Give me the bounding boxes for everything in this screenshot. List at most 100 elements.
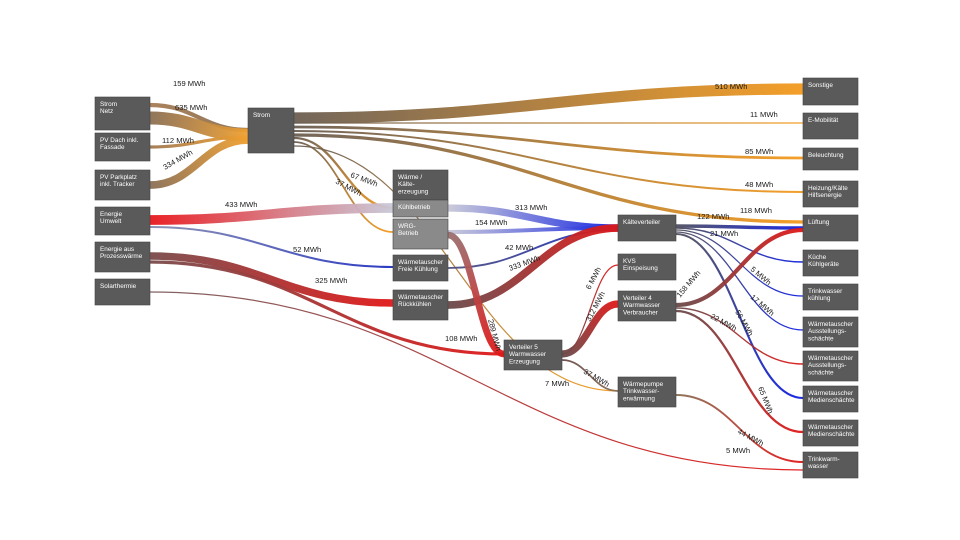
node-label-line: Wärmepumpe bbox=[623, 381, 664, 388]
flow-strom-to-kuehlbetrieb bbox=[292, 136, 395, 210]
node-box bbox=[247, 107, 295, 154]
node-box bbox=[392, 169, 449, 201]
node-label-line: Ausstellungs- bbox=[808, 328, 846, 335]
node-box bbox=[802, 419, 859, 447]
flow-verteiler4-to-lueftung bbox=[673, 227, 806, 308]
node-box bbox=[503, 339, 563, 371]
node-label-line: schächte bbox=[808, 369, 834, 376]
node-label-line: Ausstellungs- bbox=[808, 362, 846, 369]
node-label-line: Warmwasser bbox=[509, 351, 547, 358]
node-beleuchtung: Beleuchtung bbox=[802, 147, 859, 171]
flow-label-verteiler4-to-lueftung: 158 MWh bbox=[675, 269, 703, 300]
flow-energie_umwelt-to-wt_freie bbox=[148, 225, 395, 269]
flow-label-energie_prozess-to-verteiler5: 108 MWh bbox=[445, 334, 478, 343]
flow-label-energie_prozess-to-wt_rueck: 325 MWh bbox=[315, 276, 348, 285]
node-box bbox=[94, 132, 151, 162]
flow-label-strom-to-heizung: 48 MWh bbox=[745, 180, 773, 189]
node-box bbox=[94, 206, 151, 236]
flow-label-strom_netz-to-strom: 635 MWh bbox=[175, 103, 208, 112]
node-label-line: Verbraucher bbox=[623, 309, 659, 316]
flow-pv_park-to-strom bbox=[146, 136, 252, 189]
flow-verteiler4-to-wt_ausst2 bbox=[675, 307, 804, 365]
node-label-line: Strom bbox=[100, 101, 117, 108]
node-label-line: Rückkühlen bbox=[398, 301, 432, 308]
node-label-line: Verteiler 4 bbox=[623, 295, 652, 302]
flow-strom_netz-to-strom bbox=[143, 111, 255, 142]
node-box bbox=[94, 241, 151, 273]
node-label-line: WRG- bbox=[398, 223, 416, 230]
node-label-line: Warmwasser bbox=[623, 302, 661, 309]
flow-label-wt_freie-to-kaelteverteiler: 42 MWh bbox=[505, 243, 533, 252]
node-label-line: wasser bbox=[807, 463, 829, 470]
node-kuehlbetrieb: Kühlbetrieb bbox=[392, 199, 449, 218]
flow-label-verteiler4-to-wt_ausst2: 22 MWh bbox=[709, 312, 738, 333]
flow-kaelteverteiler-to-trinkwasserkuehlung bbox=[675, 229, 804, 297]
flow-verteiler4-to-wt_medien2 bbox=[674, 309, 805, 434]
node-label-line: schächte bbox=[808, 335, 834, 342]
node-box bbox=[802, 249, 859, 277]
node-waerme-kaelte: Wärme /Kälte-erzeugung bbox=[392, 169, 449, 201]
node-kaelteverteiler: Kälteverteiler bbox=[617, 214, 677, 242]
node-label-line: Betrieb bbox=[398, 230, 419, 237]
flow-kaelteverteiler-to-lueftung bbox=[674, 224, 805, 230]
node-label-line: kühlung bbox=[808, 295, 831, 302]
node-label-line: Trinkwasser bbox=[808, 288, 843, 295]
flow-label-energie_umwelt-to-wt_freie: 52 MWh bbox=[293, 245, 321, 254]
node-label-line: Wärmetauscher bbox=[808, 390, 854, 397]
flow-label-kaelteverteiler-to-trinkwasserkuehlung: 5 MWh bbox=[749, 265, 773, 287]
flows-layer bbox=[143, 83, 809, 471]
flow-label-energie_umwelt-to-kuehlbetrieb: 433 MWh bbox=[225, 200, 258, 209]
node-box bbox=[802, 385, 859, 413]
flow-wp_tw-to-trinkwarmwasser bbox=[675, 394, 804, 463]
flow-label-strom-to-sonstige: 510 MWh bbox=[715, 82, 748, 91]
node-box bbox=[94, 96, 151, 131]
node-box bbox=[802, 316, 859, 348]
flow-energie_umwelt-to-kuehlbetrieb bbox=[145, 203, 398, 225]
node-label-line: Verteiler 5 bbox=[509, 344, 538, 351]
flow-energie_prozess-to-wt_rueck bbox=[146, 252, 397, 307]
flow-verteiler5-to-verteiler4 bbox=[558, 300, 622, 358]
flow-label-kaelteverteiler-to-kueche: 21 MWh bbox=[710, 229, 738, 238]
flow-verteiler5-to-wp_tw bbox=[561, 359, 619, 392]
node-label-line: Wärmetauscher bbox=[398, 294, 444, 301]
flow-label-strom_netz-to-strom: 159 MWh bbox=[173, 79, 206, 88]
node-label-line: Kühlgeräte bbox=[808, 261, 839, 268]
node-label-line: erzeugung bbox=[398, 188, 429, 195]
node-label-line: inkl. Tracker bbox=[100, 181, 135, 188]
node-label-line: Solarthermie bbox=[100, 283, 137, 290]
node-label-line: Beleuchtung bbox=[808, 152, 844, 159]
node-pv-dach: PV Dach inkl.Fassade bbox=[94, 132, 151, 162]
node-label-line: Wärme / bbox=[398, 174, 422, 181]
node-box bbox=[617, 290, 677, 322]
node-label-line: Wärmetauscher bbox=[808, 321, 854, 328]
node-label-line: Hilfsenergie bbox=[808, 192, 842, 199]
flow-solarthermie-to-trinkwarmwasser bbox=[149, 291, 804, 471]
node-label-line: Freie Kühlung bbox=[398, 266, 438, 273]
node-label-line: Umwelt bbox=[100, 218, 122, 225]
flow-strom-to-beleuchtung bbox=[292, 125, 805, 160]
node-box bbox=[617, 253, 677, 281]
node-box bbox=[802, 214, 859, 242]
flow-label-strom-to-wp_tw: 7 MWh bbox=[545, 379, 569, 388]
node-wrg-betrieb: WRG-Betrieb bbox=[392, 218, 449, 250]
node-box bbox=[94, 278, 151, 306]
node-box bbox=[617, 376, 677, 408]
node-lueftung: Lüftung bbox=[802, 214, 859, 242]
flow-label-kaelteverteiler-to-wt_ausst1: 17 MWh bbox=[749, 293, 776, 318]
node-label-line: Strom bbox=[253, 112, 270, 119]
flow-strom-to-heizung bbox=[293, 130, 804, 193]
flow-wrg_betrieb-to-verteiler5 bbox=[444, 231, 508, 358]
node-box bbox=[802, 350, 859, 382]
flow-kaelteverteiler-to-wt_ausst1 bbox=[675, 231, 804, 331]
